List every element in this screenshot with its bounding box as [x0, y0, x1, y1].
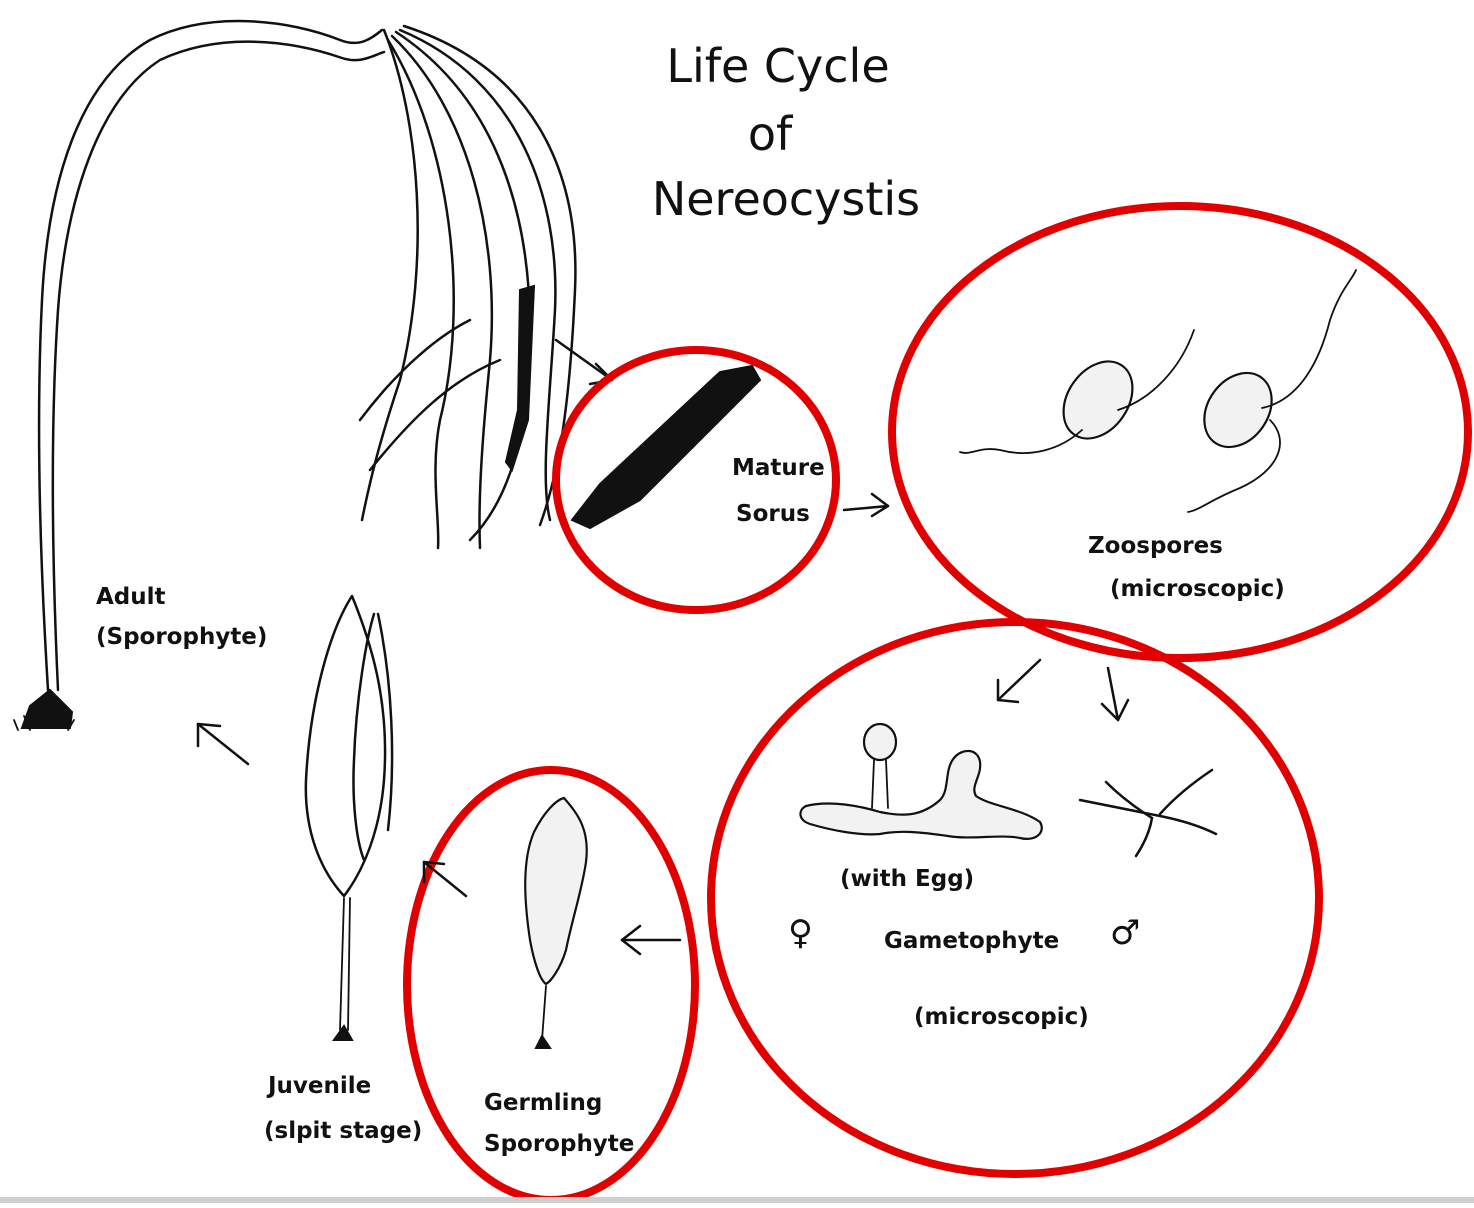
- zoospores-drawing: [960, 270, 1356, 512]
- juvenile-label-line-2: (slpit stage): [264, 1118, 422, 1144]
- arrow-zoospores-to-female: [998, 660, 1040, 702]
- zoospores-label-line-2: (microscopic): [1110, 576, 1285, 602]
- arrow-juvenile-to-adult: [198, 724, 248, 764]
- female-gametophyte-drawing: [800, 724, 1041, 839]
- arrow-gametophyte-to-germling: [622, 926, 680, 954]
- sorus-label-line-1: Mature: [732, 455, 825, 481]
- gametophyte-highlight-ring: [711, 622, 1319, 1174]
- arrow-zoospores-to-male: [1102, 668, 1128, 720]
- male-gametophyte-drawing: [1080, 770, 1216, 856]
- gametophyte-microscopic-label: (microscopic): [914, 1004, 1089, 1030]
- title-line-2: of: [748, 107, 794, 161]
- juvenile-label-line-1: Juvenile: [266, 1073, 371, 1099]
- germling-label-line-1: Germling: [484, 1090, 602, 1116]
- female-symbol: ♀: [788, 913, 813, 953]
- title-line-1: Life Cycle: [666, 39, 889, 93]
- zoospores-label-line-1: Zoospores: [1088, 533, 1223, 559]
- title-line-3: Nereocystis: [652, 172, 920, 226]
- germling-label-line-2: Sporophyte: [484, 1131, 634, 1157]
- male-symbol: ♂: [1110, 913, 1140, 953]
- gametophyte-label: Gametophyte: [884, 928, 1059, 954]
- sorus-label-line-2: Sorus: [736, 501, 810, 527]
- adult-label-line-2: (Sporophyte): [96, 624, 267, 650]
- arrow-sorus-to-zoospores: [844, 494, 888, 516]
- diagram-title: Life Cycle of Nereocystis: [652, 39, 920, 226]
- bottom-border: [0, 1197, 1474, 1203]
- germling-sporophyte-drawing: [525, 798, 587, 1048]
- arrow-germling-to-juvenile: [424, 862, 466, 896]
- adult-label-line-1: Adult: [96, 584, 166, 610]
- egg-label: (with Egg): [840, 866, 974, 892]
- juvenile-sporophyte-drawing: [306, 596, 392, 1040]
